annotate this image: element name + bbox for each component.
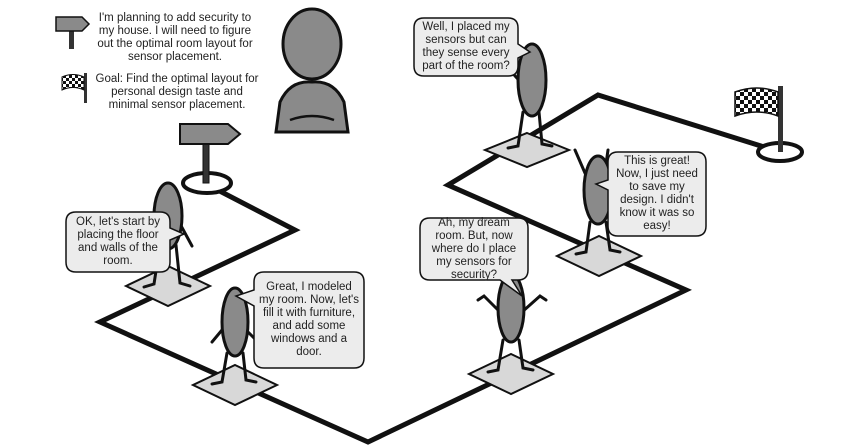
- bubble-floor-walls: OK, let's start by placing the floor and…: [76, 216, 160, 267]
- bubble-shape-3: [419, 217, 529, 297]
- bubble-save-design: This is great! Now, I just need to save …: [616, 155, 698, 232]
- bubble-shape-2: [234, 271, 365, 369]
- person-bust-icon: [274, 7, 350, 134]
- goal-flag-icon: [734, 86, 804, 163]
- platform-4: [554, 234, 644, 278]
- start-signpost-icon: [179, 123, 242, 195]
- bubble-shape-4: [413, 17, 532, 77]
- platform-2: [190, 363, 280, 407]
- bubble-placed-sensors: Well, I placed my sensors but can they s…: [422, 21, 510, 72]
- legend-flag-text: Goal: Find the optimal layout for person…: [95, 73, 259, 111]
- checkered-flag-icon: [61, 73, 87, 103]
- figure-2: [210, 286, 258, 386]
- platform-1: [123, 264, 213, 308]
- legend-sign-text: I'm planning to add security to my house…: [97, 12, 253, 63]
- platform-3: [466, 352, 556, 396]
- bubble-modeled-room: Great, I modeled my room. Now, let's fil…: [259, 281, 359, 358]
- bubble-dream-room: Ah, my dream room. But, now where do I p…: [431, 216, 517, 281]
- figure-5: [506, 42, 554, 150]
- bubble-shape-5: [594, 151, 707, 237]
- platform-5: [482, 131, 572, 169]
- bubble-shape-1: [65, 211, 186, 273]
- signpost-icon: [55, 16, 91, 49]
